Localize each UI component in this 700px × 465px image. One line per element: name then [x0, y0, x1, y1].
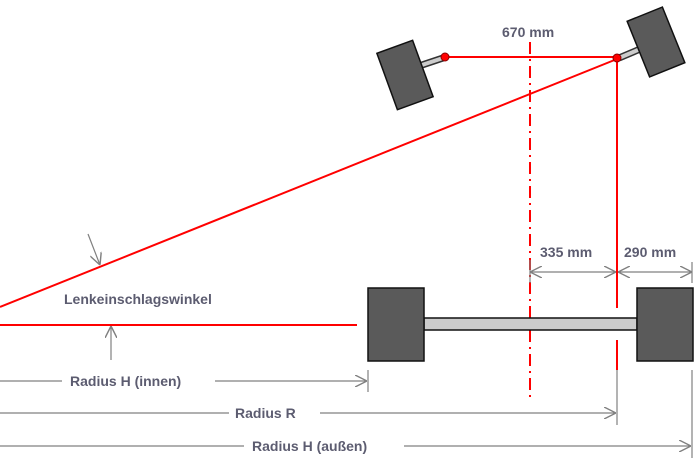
rear-left-wheel — [367, 287, 425, 362]
front-right-wheel — [612, 6, 686, 78]
label-335mm: 335 mm — [540, 244, 592, 260]
angle-arrow-upper — [87, 233, 100, 265]
label-steering-angle: Lenkeinschlagswinkel — [64, 291, 212, 307]
label-radius-r: Radius R — [235, 405, 296, 421]
label-290mm: 290 mm — [624, 244, 676, 260]
front-left-wheel — [375, 39, 450, 111]
front-right-pivot — [612, 53, 622, 63]
label-radius-outer: Radius H (außen) — [252, 438, 367, 454]
steering-diagonal-line — [0, 58, 618, 308]
rear-right-wheel — [636, 287, 694, 362]
label-radius-inner: Radius H (innen) — [70, 373, 181, 389]
front-left-pivot — [440, 52, 450, 62]
rear-axle — [367, 287, 694, 362]
label-670mm: 670 mm — [502, 24, 554, 40]
